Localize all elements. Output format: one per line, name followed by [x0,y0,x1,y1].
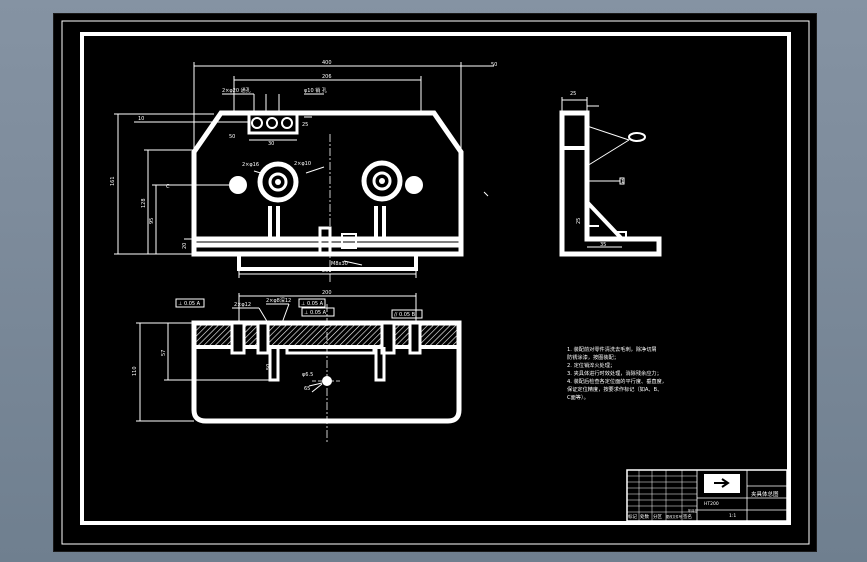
dim-slot: 30 [268,141,274,147]
dim-tick-50: 50 [229,134,235,140]
drawing-number: 1:1 [729,513,736,519]
top-dim-center-2: 65 [304,386,310,392]
top-bore-right [380,321,396,355]
top-hole-1 [251,117,263,129]
dim-height-2: 128 [141,198,147,208]
dim-pitch: 50 [491,62,497,68]
note-line: 4. 装配后检查各定位面的平行度、垂直度， [567,377,667,385]
top-tol-2: ⊥ 0.05 A [301,301,324,307]
title-row-label: 分区 [653,513,662,520]
top-note-right: φ10 销 孔 [304,87,327,94]
title-row-label: 标记 [628,513,637,520]
side-dim-top: 25 [570,91,576,97]
top-dim-inner: 57 [161,350,167,356]
dim-left-10: 10 [138,116,144,122]
top-dim-width: 200 [322,290,332,296]
side-rib [585,200,624,241]
title-row-label: 年月日 [688,508,698,513]
top-hole-note-2: 2×φ8深12 [266,297,291,304]
drawing-name: 夹具体总图 [751,490,779,498]
side-view[interactable] [559,97,662,257]
note-line: 3. 夹具体进行时效处理，消除残余应力； [567,369,662,377]
title-block[interactable] [626,469,788,522]
front-dimension-labels: 400 206 50 2×φ20 通孔 φ10 销 孔 30 25 10 50 … [110,60,497,274]
note-line: 1. 装配前对零件清洗去毛刺，除净切屑 [567,345,657,353]
technical-drawing: 400 206 50 2×φ20 通孔 φ10 销 孔 30 25 10 50 … [61,20,810,545]
title-row-label: 签名 [683,513,692,520]
material: HT200 [704,501,719,507]
bushing-right-inner [372,171,392,191]
bushing-right-outer [361,160,403,202]
title-row-label: 处数 [640,513,649,520]
support-post-right [374,206,386,239]
title-block-text: 标记 处数 分区 更改文件号 签名 年月日 HT200 1:1 夹具体总图 [628,490,779,520]
outer-frame [61,20,810,545]
top-hole-note-1: 2×φ12 [234,302,251,308]
dim-height-3: 95 [149,218,155,224]
front-base-step [237,254,418,271]
side-dim-base: 35 [600,242,606,248]
support-post-left [268,206,280,239]
locating-pin-right [405,176,423,194]
title-row-label: 更改文件号 [666,514,682,519]
locating-pin-left [229,176,247,194]
top-tol-4: ⊥ 0.05 A [304,310,327,316]
top-dim-center: φ6.5 [302,372,313,378]
top-dimension-labels: 200 ⊥ 0.05 A 2×φ12 2×φ8深12 ⊥ 0.05 A ⊥ 0.… [132,290,416,392]
side-dimension-labels: 25 25 35 1 [570,91,624,248]
bushing-left-outer [257,161,299,203]
hole-note-left: 2×φ16 [242,162,259,168]
note-line: 2. 定位销淬火处理； [567,361,615,369]
dim-top-width: 206 [322,74,332,80]
top-bore-left [230,321,246,355]
top-tol-3: // 0.05 B [394,312,416,318]
dim-slot-h: 25 [302,122,308,128]
technical-notes: 1. 装配前对零件清洗去毛刺，除净切屑 防锈涂漆，按图装配； 2. 定位销淬火处… [567,345,667,401]
dim-overall-width: 400 [322,60,332,66]
dim-bottom-width: 200 [322,268,332,274]
top-hole-2 [266,117,278,129]
dim-overall-height: 161 [110,176,116,186]
top-dim-depth: 110 [132,366,138,376]
top-view[interactable] [136,293,462,444]
cad-viewport[interactable]: 400 206 50 2×φ20 通孔 φ10 销 孔 30 25 10 50 … [53,13,817,552]
side-cloud-mark [628,132,646,142]
side-note: 1 [621,179,624,185]
dim-base: 20 [182,243,188,249]
side-dim-mid: 25 [576,218,582,224]
note-line: C面等）。 [567,393,589,401]
top-body-outline [191,320,462,424]
top-note-left: 2×φ20 通孔 [222,87,251,94]
note-line: 防锈涂漆，按图装配； [567,353,619,361]
inner-frame [80,32,791,525]
side-mark: C [166,184,170,190]
front-view[interactable] [114,62,494,282]
top-dim-small: 50 [266,364,272,370]
note-line: 保证定位精度，按要求作标记（如A、B、 [567,385,662,393]
front-top-block [247,111,299,135]
top-hole-3 [281,117,293,129]
top-tol-1: ⊥ 0.05 A [178,301,201,307]
hole-note-right: 2×φ10 [294,161,311,167]
bushing-left-inner [268,172,288,192]
dim-base-thread: M8x30 [331,261,348,267]
